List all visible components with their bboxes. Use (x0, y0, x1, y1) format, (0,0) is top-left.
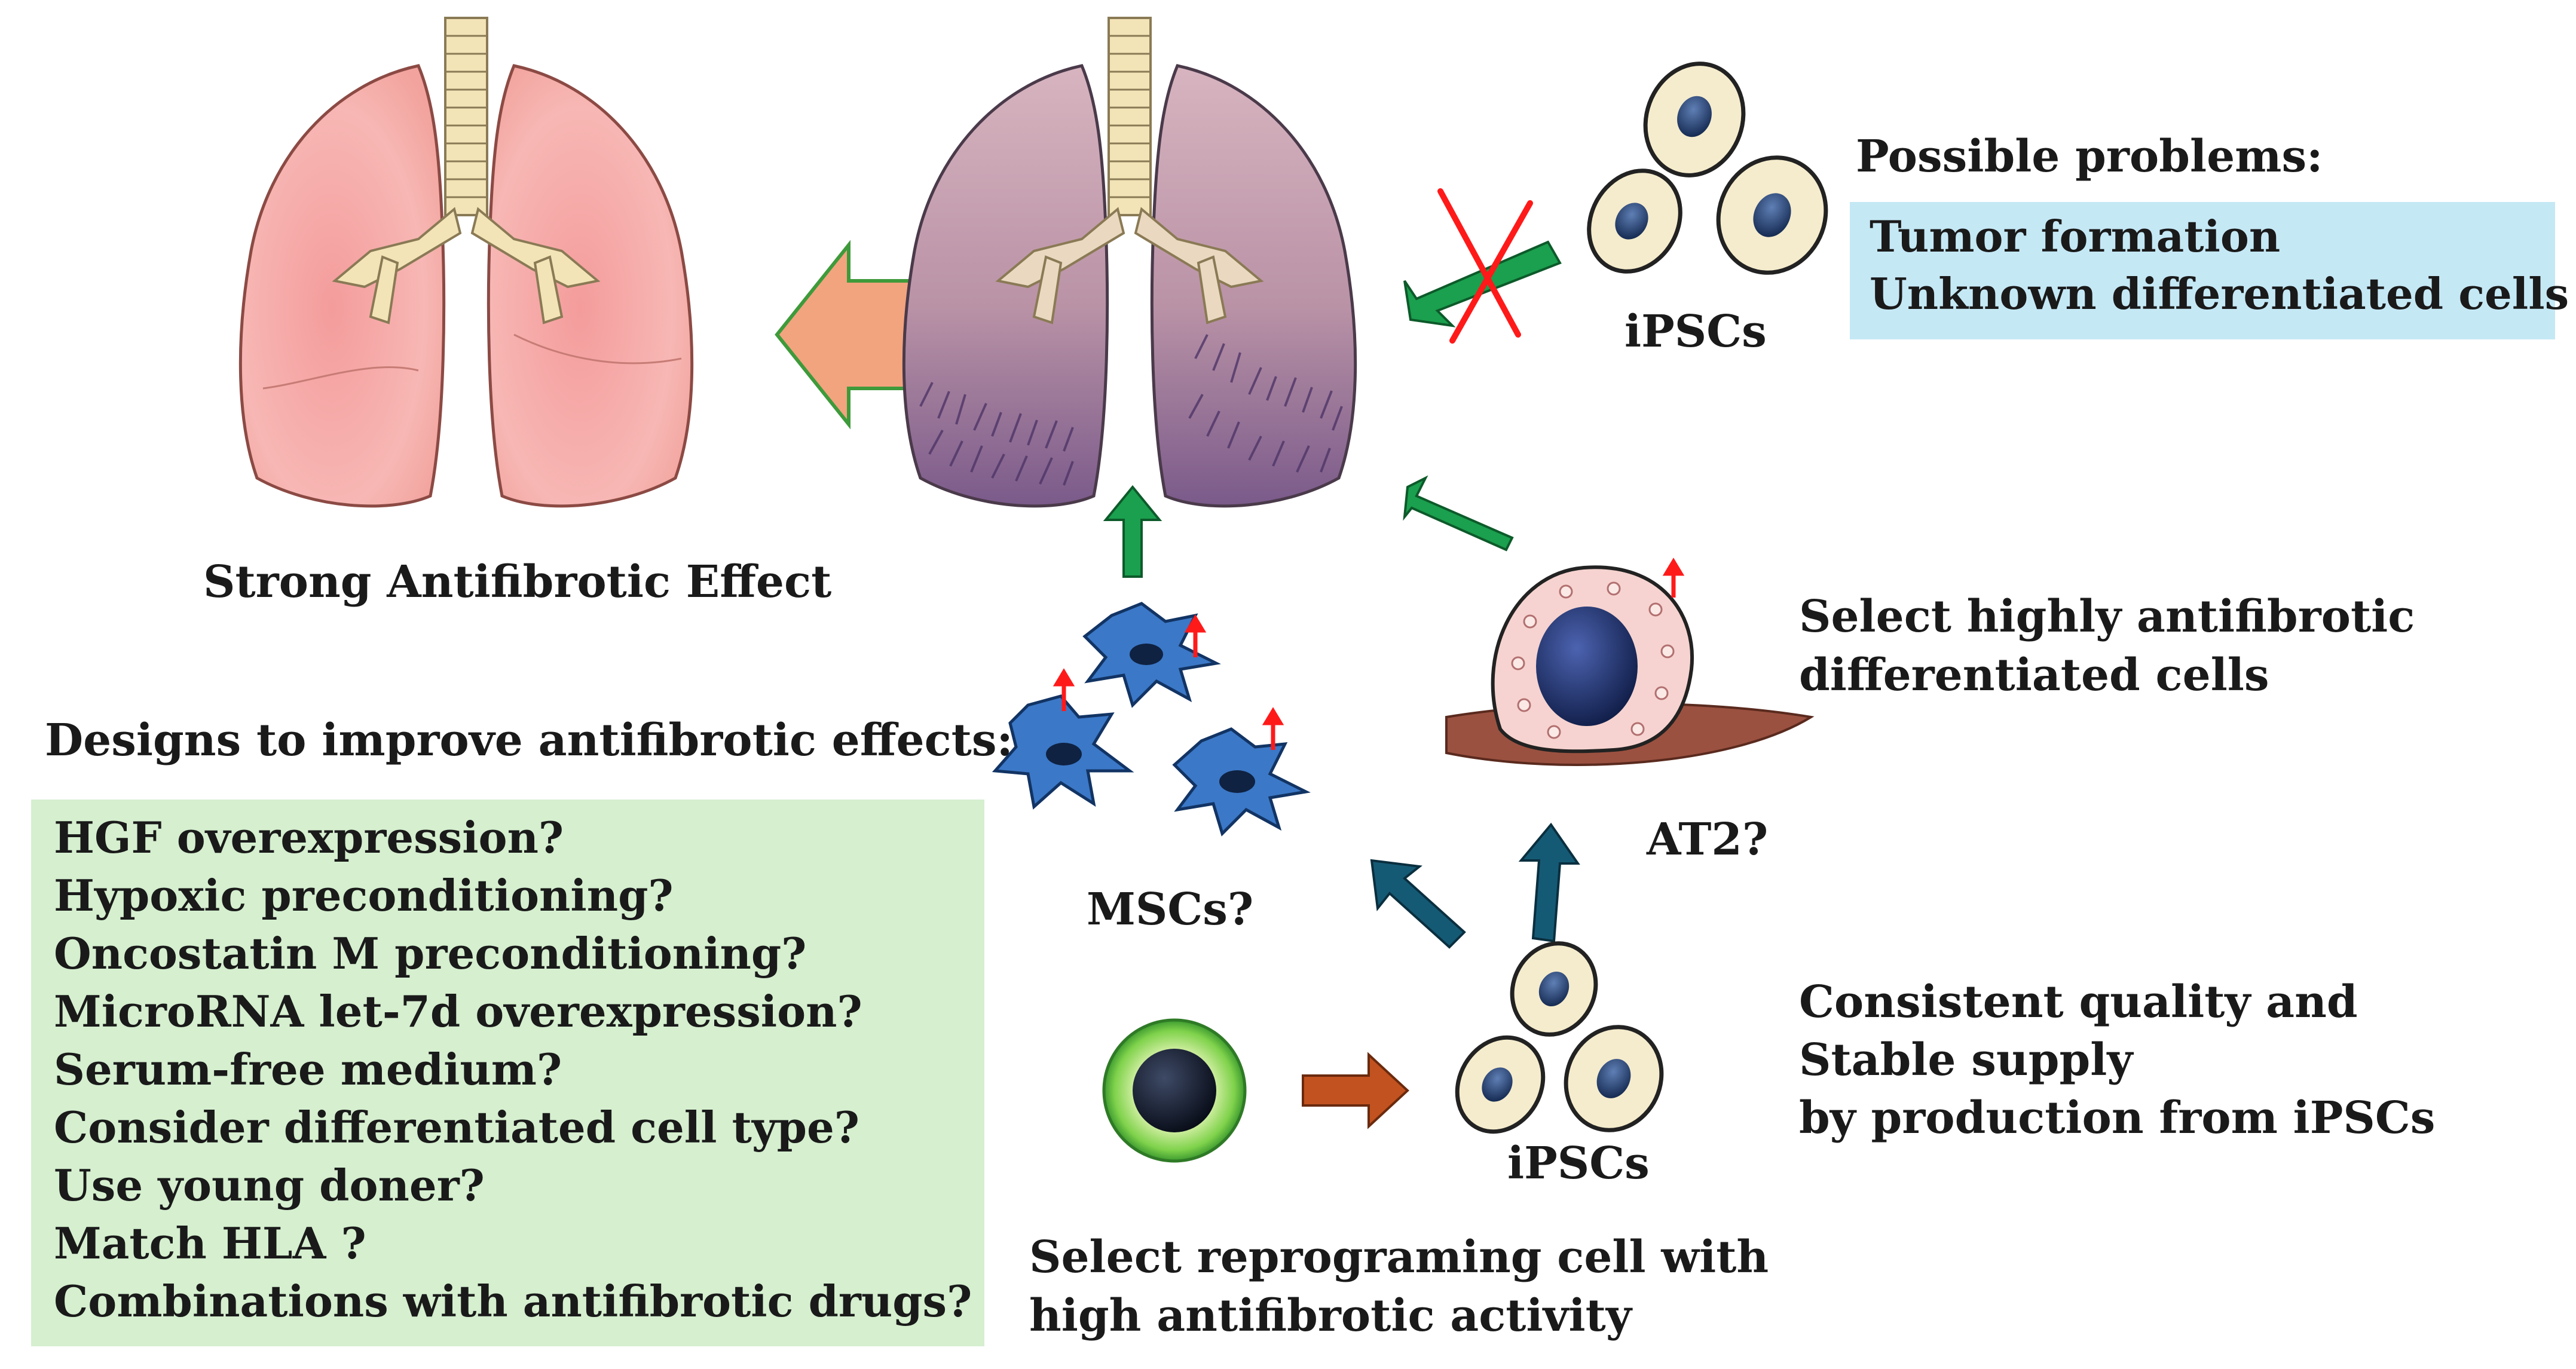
ipsc-cell (1510, 941, 1598, 1037)
at2-label: AT2? (1647, 814, 1769, 865)
orange-arrow-reprogramming (1302, 1052, 1409, 1129)
somatic-source-cell (1102, 1018, 1247, 1163)
design-item: Oncostatin M preconditioning? (54, 928, 807, 979)
designs-box: HGF overexpression? Hypoxic precondition… (31, 800, 984, 1346)
ipsc-cell (1587, 169, 1682, 274)
possible-problems-box: Tumor formation Unknown differentiated c… (1850, 202, 2569, 339)
ipscs-bottom-cluster (1455, 941, 1664, 1134)
fibrotic-left-lobe (902, 64, 1109, 508)
healthy-bronchi (332, 207, 601, 324)
up-regulation-marks (1053, 614, 1284, 750)
select-differentiated-line-1: Select highly antifibrotic (1799, 591, 2415, 642)
at2-up-mark (1662, 558, 1685, 598)
lamellar-bodies (1511, 581, 1675, 739)
design-item: Match HLA ? (54, 1218, 366, 1269)
design-item: Use young doner? (54, 1160, 485, 1211)
blue-arrow-to-at2 (1518, 822, 1580, 943)
msc-cell (992, 694, 1134, 810)
healthy-lobe-fissures (262, 333, 682, 390)
problem-item: Unknown differentiated cells (1870, 268, 2569, 319)
ipscs-top-cluster (1587, 62, 1828, 275)
msc-cell (1172, 727, 1311, 837)
healthy-right-lobe (487, 64, 694, 508)
blue-arrow-to-mscs (1370, 859, 1466, 949)
healthy-left-lobe (238, 64, 446, 508)
select-reprogramming-line-2: high antifibrotic activity (1029, 1290, 1632, 1342)
design-item: Consider differentiated cell type? (54, 1102, 859, 1153)
possible-problems-heading: Possible problems: (1856, 131, 2323, 182)
healthy-lung-caption: Strong Antifibrotic Effect (203, 556, 832, 608)
green-arrow-mscs-to-lung (1103, 485, 1162, 578)
ipsc-cell (1716, 155, 1828, 275)
healthy-trachea (444, 17, 488, 216)
problem-item: Tumor formation (1870, 211, 2281, 262)
design-item: Hypoxic preconditioning? (54, 870, 674, 921)
consistent-quality-line-3: by production from iPSCs (1799, 1092, 2436, 1144)
select-reprogramming-line-1: Select reprograming cell with (1029, 1232, 1769, 1283)
ipscs-bottom-label: iPSCs (1507, 1138, 1650, 1189)
design-item: Serum-free medium? (54, 1044, 562, 1095)
design-item: Combinations with antifibrotic drugs? (54, 1276, 972, 1327)
blocked-green-arrow (1403, 188, 1562, 344)
healthy-trachea-rings (445, 35, 487, 198)
designs-heading: Designs to improve antifibrotic effects: (45, 715, 1013, 766)
msc-cell (1082, 602, 1221, 708)
ipsc-cell (1564, 1025, 1664, 1132)
mscs-cluster (992, 602, 1311, 837)
green-arrow-at2-to-lung (1403, 475, 1514, 552)
design-item: HGF overexpression? (54, 812, 564, 863)
mscs-label: MSCs? (1087, 884, 1254, 935)
consistent-quality-line-2: Stable supply (1799, 1034, 2133, 1086)
healthy-lung-illustration (238, 17, 694, 508)
fibrotic-right-lobe (1150, 64, 1357, 508)
consistent-quality-line-1: Consistent quality and (1799, 976, 2358, 1028)
fibrotic-trachea (1108, 17, 1152, 216)
design-item: MicroRNA let-7d overexpression? (54, 986, 862, 1037)
ipscs-top-label: iPSCs (1624, 306, 1767, 357)
ipsc-cell (1455, 1035, 1546, 1134)
fibrotic-trachea-rings (1109, 35, 1151, 198)
ipsc-cell (1643, 62, 1746, 177)
fibrosis-scarring (919, 334, 1343, 486)
select-differentiated-line-2: differentiated cells (1799, 650, 2269, 701)
red-x-mark (1437, 188, 1533, 344)
fibrotic-bronchi (995, 207, 1264, 324)
at2-cell (1445, 558, 1815, 766)
fibrotic-lung-illustration (902, 17, 1357, 508)
